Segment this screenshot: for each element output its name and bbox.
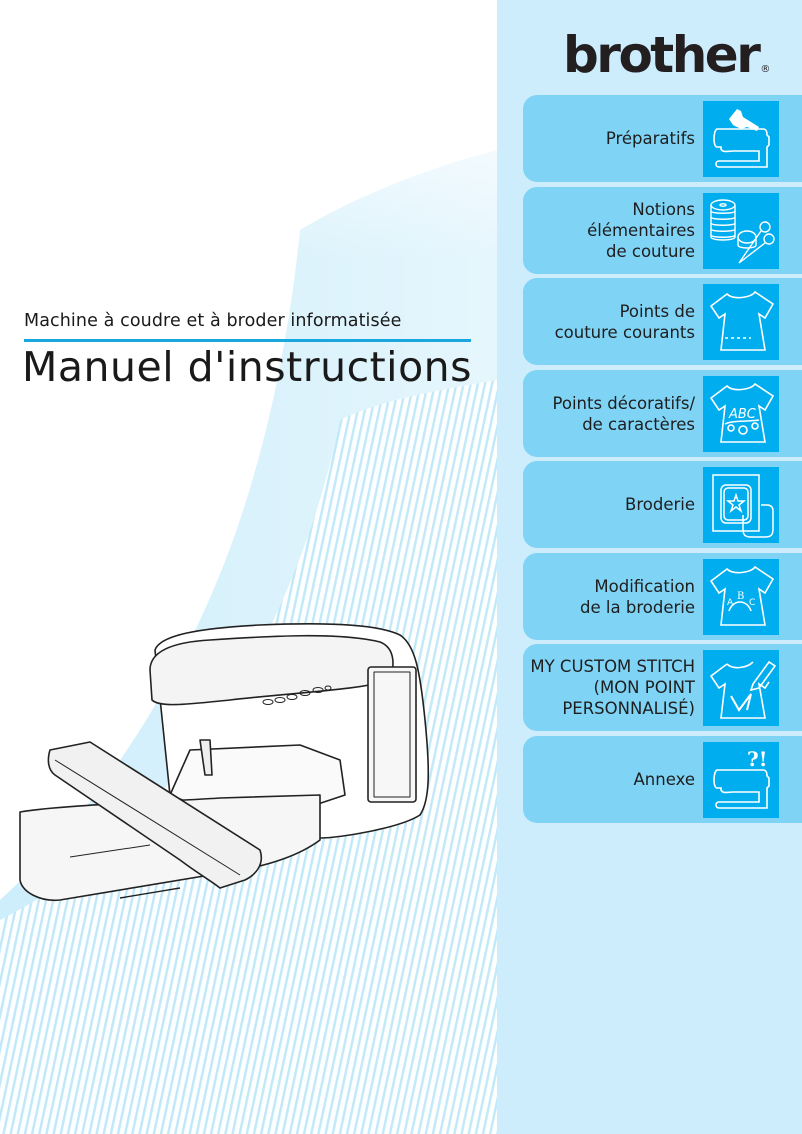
- cover-title: Manuel d'instructions: [22, 343, 473, 391]
- tshirt-abc-icon: ABC: [703, 376, 779, 452]
- svg-text:B: B: [737, 591, 744, 602]
- thread-spool-scissors-icon: [703, 193, 779, 269]
- tshirt-pencil-icon: [703, 650, 779, 726]
- svg-text:?!: ?!: [747, 747, 768, 771]
- sewing-machine-hand-icon: [703, 101, 779, 177]
- section-tab-label: Broderie: [625, 495, 695, 514]
- section-tab-preparatifs[interactable]: Préparatifs: [523, 95, 802, 182]
- registered-mark: ®: [760, 64, 771, 75]
- svg-text:A: A: [727, 598, 734, 608]
- section-tab-label: Préparatifs: [605, 129, 695, 148]
- section-tab-annexe[interactable]: Annexe ?!: [523, 736, 802, 823]
- section-tab-label: Points de couture courants: [554, 301, 695, 342]
- cover-subtitle: Machine à coudre et à broder informatisé…: [24, 311, 402, 331]
- section-tab-points-decoratifs[interactable]: Points décoratifs/ de caractères ABC: [523, 370, 802, 457]
- section-tab-label: MY CUSTOM STITCH (MON POINT PERSONNALISÉ…: [530, 657, 695, 718]
- section-tab-points-couture-courants[interactable]: Points de couture courants: [523, 278, 802, 365]
- section-tab-my-custom-stitch[interactable]: MY CUSTOM STITCH (MON POINT PERSONNALISÉ…: [523, 644, 802, 731]
- section-tab-label: Annexe: [633, 770, 695, 789]
- brother-logo: brother®: [563, 30, 770, 80]
- cover-area: Machine à coudre et à broder informatisé…: [0, 0, 497, 1134]
- section-tab-label: Points décoratifs/ de caractères: [552, 393, 695, 434]
- section-tab-notions-elementaires[interactable]: Notions élémentaires de couture: [523, 187, 802, 274]
- svg-text:ABC: ABC: [728, 407, 757, 422]
- section-tab-label: Notions élémentaires de couture: [587, 200, 695, 261]
- svg-text:C: C: [749, 598, 755, 608]
- section-tab-label: Modification de la broderie: [580, 576, 695, 617]
- embroidery-frame-star-icon: [703, 467, 779, 543]
- section-tab-broderie[interactable]: Broderie: [523, 461, 802, 548]
- background-swoosh: [0, 0, 497, 1134]
- tshirt-stitch-icon: [703, 284, 779, 360]
- title-divider: [24, 339, 471, 342]
- logo-text: brother: [563, 26, 761, 84]
- sewing-machine-question-icon: ?!: [703, 742, 779, 818]
- sewing-machine-illustration: [19, 623, 430, 902]
